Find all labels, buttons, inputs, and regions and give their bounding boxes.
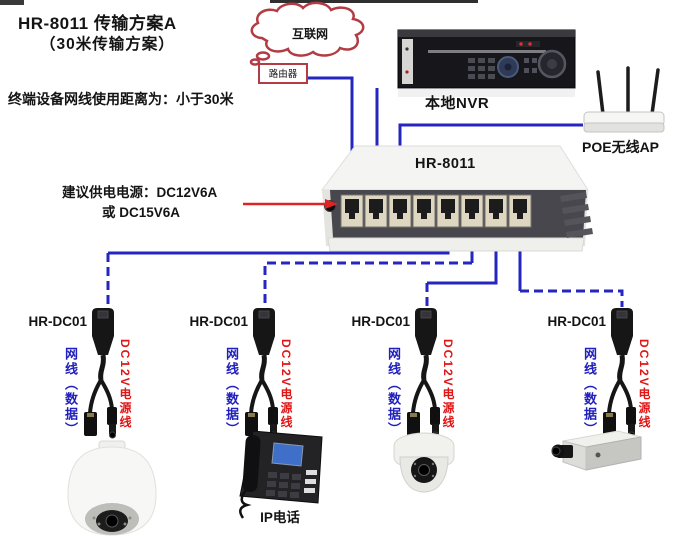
splitter-power-cable-label: DC12V电源线 — [441, 339, 455, 430]
poe-splitter-icon — [84, 308, 117, 438]
page-subtitle: （30米传输方案） — [40, 36, 175, 53]
splitter-model-label: HR-DC01 — [351, 314, 410, 329]
box-camera-icon — [551, 430, 642, 471]
power-note-line2: 或 DC15V6A — [102, 205, 181, 220]
splitter-data-cable-label: 网线（数据） — [582, 347, 597, 437]
power-arrow — [243, 199, 338, 209]
switch-device-icon — [321, 145, 593, 252]
splitter-model-label: HR-DC01 — [189, 314, 248, 329]
switch-label: HR-8011 — [415, 156, 476, 172]
router-box — [258, 63, 308, 84]
splitter-power-cable-label: DC12V电源线 — [637, 339, 651, 430]
power-note-line1: 建议供电电源：DC12V6A — [62, 185, 218, 200]
wireless-ap-icon — [583, 66, 665, 133]
cable-distance-note: 终端设备网线使用距离为：小于30米 — [8, 91, 234, 107]
wireless-ap-label: POE无线AP — [582, 139, 660, 155]
photo-crop-artifact — [270, 0, 478, 3]
page-title: HR-8011 传输方案A — [18, 14, 177, 33]
splitter-power-cable-label: DC12V电源线 — [279, 339, 293, 430]
dome-camera-icon — [393, 432, 455, 493]
splitter-model-label: HR-DC01 — [28, 314, 87, 329]
ip-phone-label: IP电话 — [260, 510, 300, 525]
photo-crop-artifact — [0, 0, 24, 5]
splitter-data-cable-label: 网线（数据） — [386, 347, 401, 437]
ip-phone-icon — [239, 430, 323, 519]
nvr-device-icon — [397, 29, 576, 97]
internet-cloud-icon — [249, 1, 365, 66]
router-label: 路由器 — [268, 69, 298, 80]
poe-splitter-icon — [407, 308, 440, 438]
poe-splitter-icon — [603, 308, 636, 438]
ptz-camera-icon — [67, 440, 157, 536]
poe-splitter-icon — [245, 308, 278, 438]
splitter-data-cable-label: 网线（数据） — [224, 347, 239, 437]
splitter-data-cable-label: 网线（数据） — [63, 347, 78, 437]
internet-label: 互联网 — [291, 27, 328, 41]
splitter-power-cable-label: DC12V电源线 — [118, 339, 132, 430]
splitter-model-label: HR-DC01 — [547, 314, 606, 329]
nvr-label: 本地NVR — [425, 95, 490, 112]
